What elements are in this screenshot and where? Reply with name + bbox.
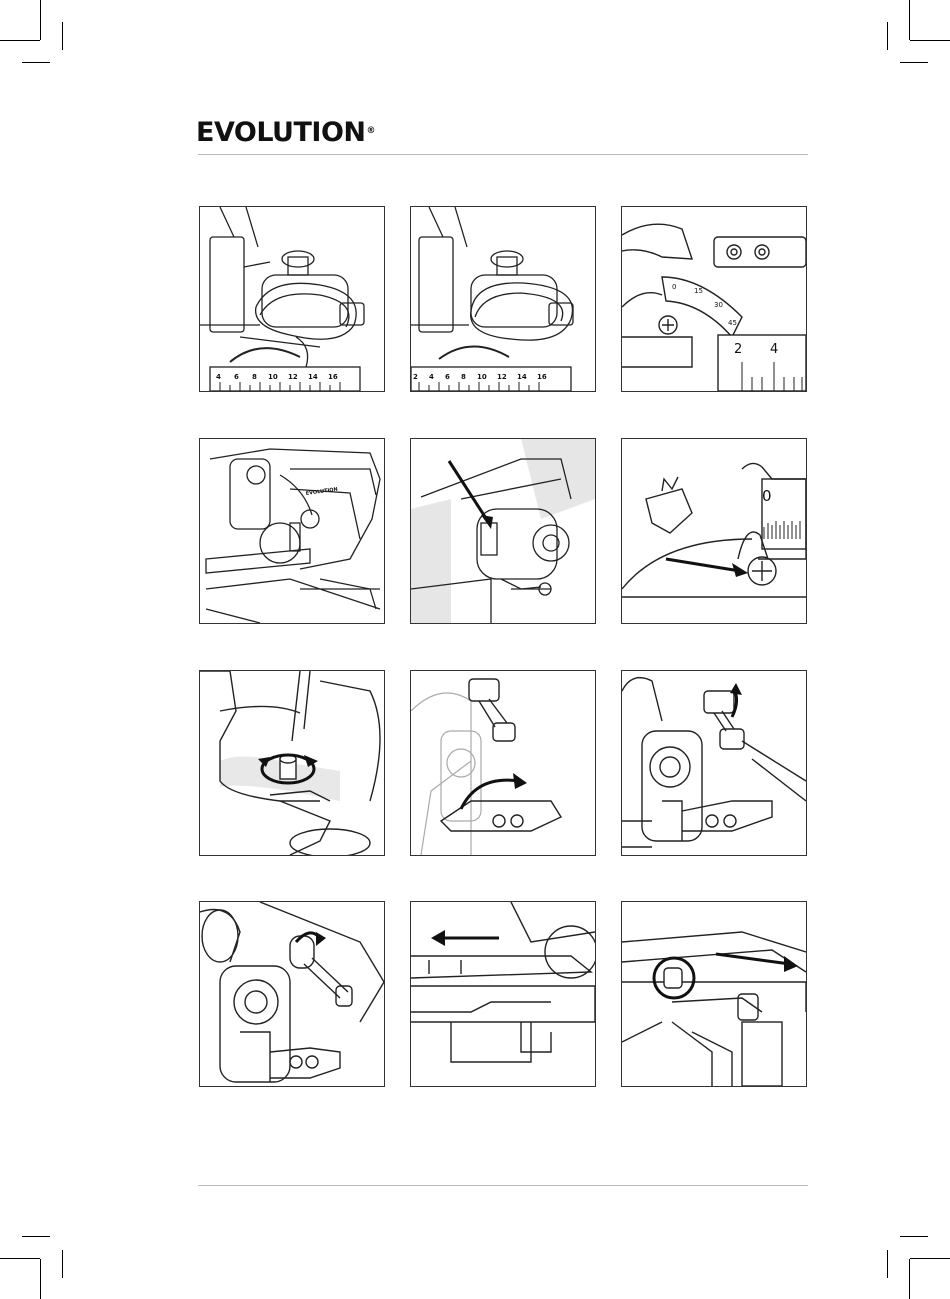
figure-2-scale-label: 16 bbox=[537, 373, 547, 381]
brand-name: EVOLUTION bbox=[196, 117, 366, 148]
crop-mark bbox=[0, 1258, 40, 1259]
figure-3-scale-label: 4 bbox=[770, 342, 778, 357]
brand-logo: EVOLUTION® bbox=[196, 116, 375, 150]
figure-8-illustration bbox=[411, 671, 595, 855]
figure-5-illustration bbox=[411, 439, 595, 623]
figure-9-illustration bbox=[622, 671, 806, 855]
crop-mark bbox=[40, 0, 41, 40]
crop-mark bbox=[887, 1250, 888, 1278]
figure-1-illustration: 4 6 8 10 12 14 16 bbox=[200, 207, 384, 391]
crop-mark bbox=[22, 1236, 50, 1237]
crop-mark bbox=[900, 1236, 928, 1237]
figure-3-scale-label: 45 bbox=[728, 319, 737, 327]
crop-mark bbox=[22, 62, 50, 63]
header-rule bbox=[198, 154, 808, 155]
crop-mark bbox=[887, 22, 888, 50]
crop-mark bbox=[62, 22, 63, 50]
figure-2: 2 4 6 8 10 12 14 16 bbox=[410, 206, 596, 392]
figure-3-scale-label: 30 bbox=[714, 301, 723, 309]
footer-rule bbox=[198, 1185, 808, 1186]
figure-1-scale-label: 4 bbox=[216, 373, 221, 381]
figure-2-scale-label: 2 bbox=[413, 373, 418, 381]
figure-12-illustration bbox=[622, 902, 806, 1086]
figure-3-scale-label: 15 bbox=[694, 287, 703, 295]
figure-11-illustration bbox=[411, 902, 595, 1086]
crop-mark bbox=[62, 1250, 63, 1278]
figure-1-scale-label: 16 bbox=[328, 373, 338, 381]
figure-2-illustration: 2 4 6 8 10 12 14 16 bbox=[411, 207, 595, 391]
crop-mark bbox=[909, 1259, 910, 1299]
figure-3-scale-label: 2 bbox=[734, 342, 742, 357]
figure-12 bbox=[621, 901, 807, 1087]
figure-7 bbox=[199, 670, 385, 856]
figure-2-scale-label: 4 bbox=[429, 373, 434, 381]
figure-2-scale-label: 8 bbox=[461, 373, 466, 381]
figure-4: EVOLUTION bbox=[199, 438, 385, 624]
figure-3-scale-label: 0 bbox=[672, 283, 676, 291]
figure-6: 0 bbox=[621, 438, 807, 624]
figure-4-label: EVOLUTION bbox=[305, 487, 338, 497]
figure-1-scale-label: 12 bbox=[288, 373, 298, 381]
crop-mark bbox=[910, 40, 950, 41]
crop-mark bbox=[900, 62, 928, 63]
figure-1-scale-label: 10 bbox=[268, 373, 278, 381]
figure-2-scale-label: 12 bbox=[497, 373, 507, 381]
figure-8 bbox=[410, 670, 596, 856]
crop-mark bbox=[0, 40, 40, 41]
figure-1-scale-label: 8 bbox=[252, 373, 257, 381]
figure-10 bbox=[199, 901, 385, 1087]
figure-2-scale-label: 10 bbox=[477, 373, 487, 381]
figure-7-illustration bbox=[200, 671, 384, 855]
figure-1: 4 6 8 10 12 14 16 bbox=[199, 206, 385, 392]
figure-2-scale-label: 6 bbox=[445, 373, 450, 381]
figure-3: 0 15 30 45 2 4 bbox=[621, 206, 807, 392]
crop-mark bbox=[40, 1259, 41, 1299]
figure-1-scale-label: 6 bbox=[234, 373, 239, 381]
figure-6-illustration: 0 bbox=[622, 439, 806, 623]
figure-4-illustration: EVOLUTION bbox=[200, 439, 384, 623]
figure-5 bbox=[410, 438, 596, 624]
brand-registered-mark: ® bbox=[367, 126, 376, 136]
figure-10-illustration bbox=[200, 902, 384, 1086]
figure-11 bbox=[410, 901, 596, 1087]
figure-6-scale-label: 0 bbox=[762, 487, 772, 505]
figure-2-scale-label: 14 bbox=[517, 373, 527, 381]
figure-9 bbox=[621, 670, 807, 856]
crop-mark bbox=[909, 0, 910, 40]
figure-3-illustration: 0 15 30 45 2 4 bbox=[622, 207, 806, 391]
figure-1-scale-label: 14 bbox=[308, 373, 318, 381]
crop-mark bbox=[910, 1258, 950, 1259]
